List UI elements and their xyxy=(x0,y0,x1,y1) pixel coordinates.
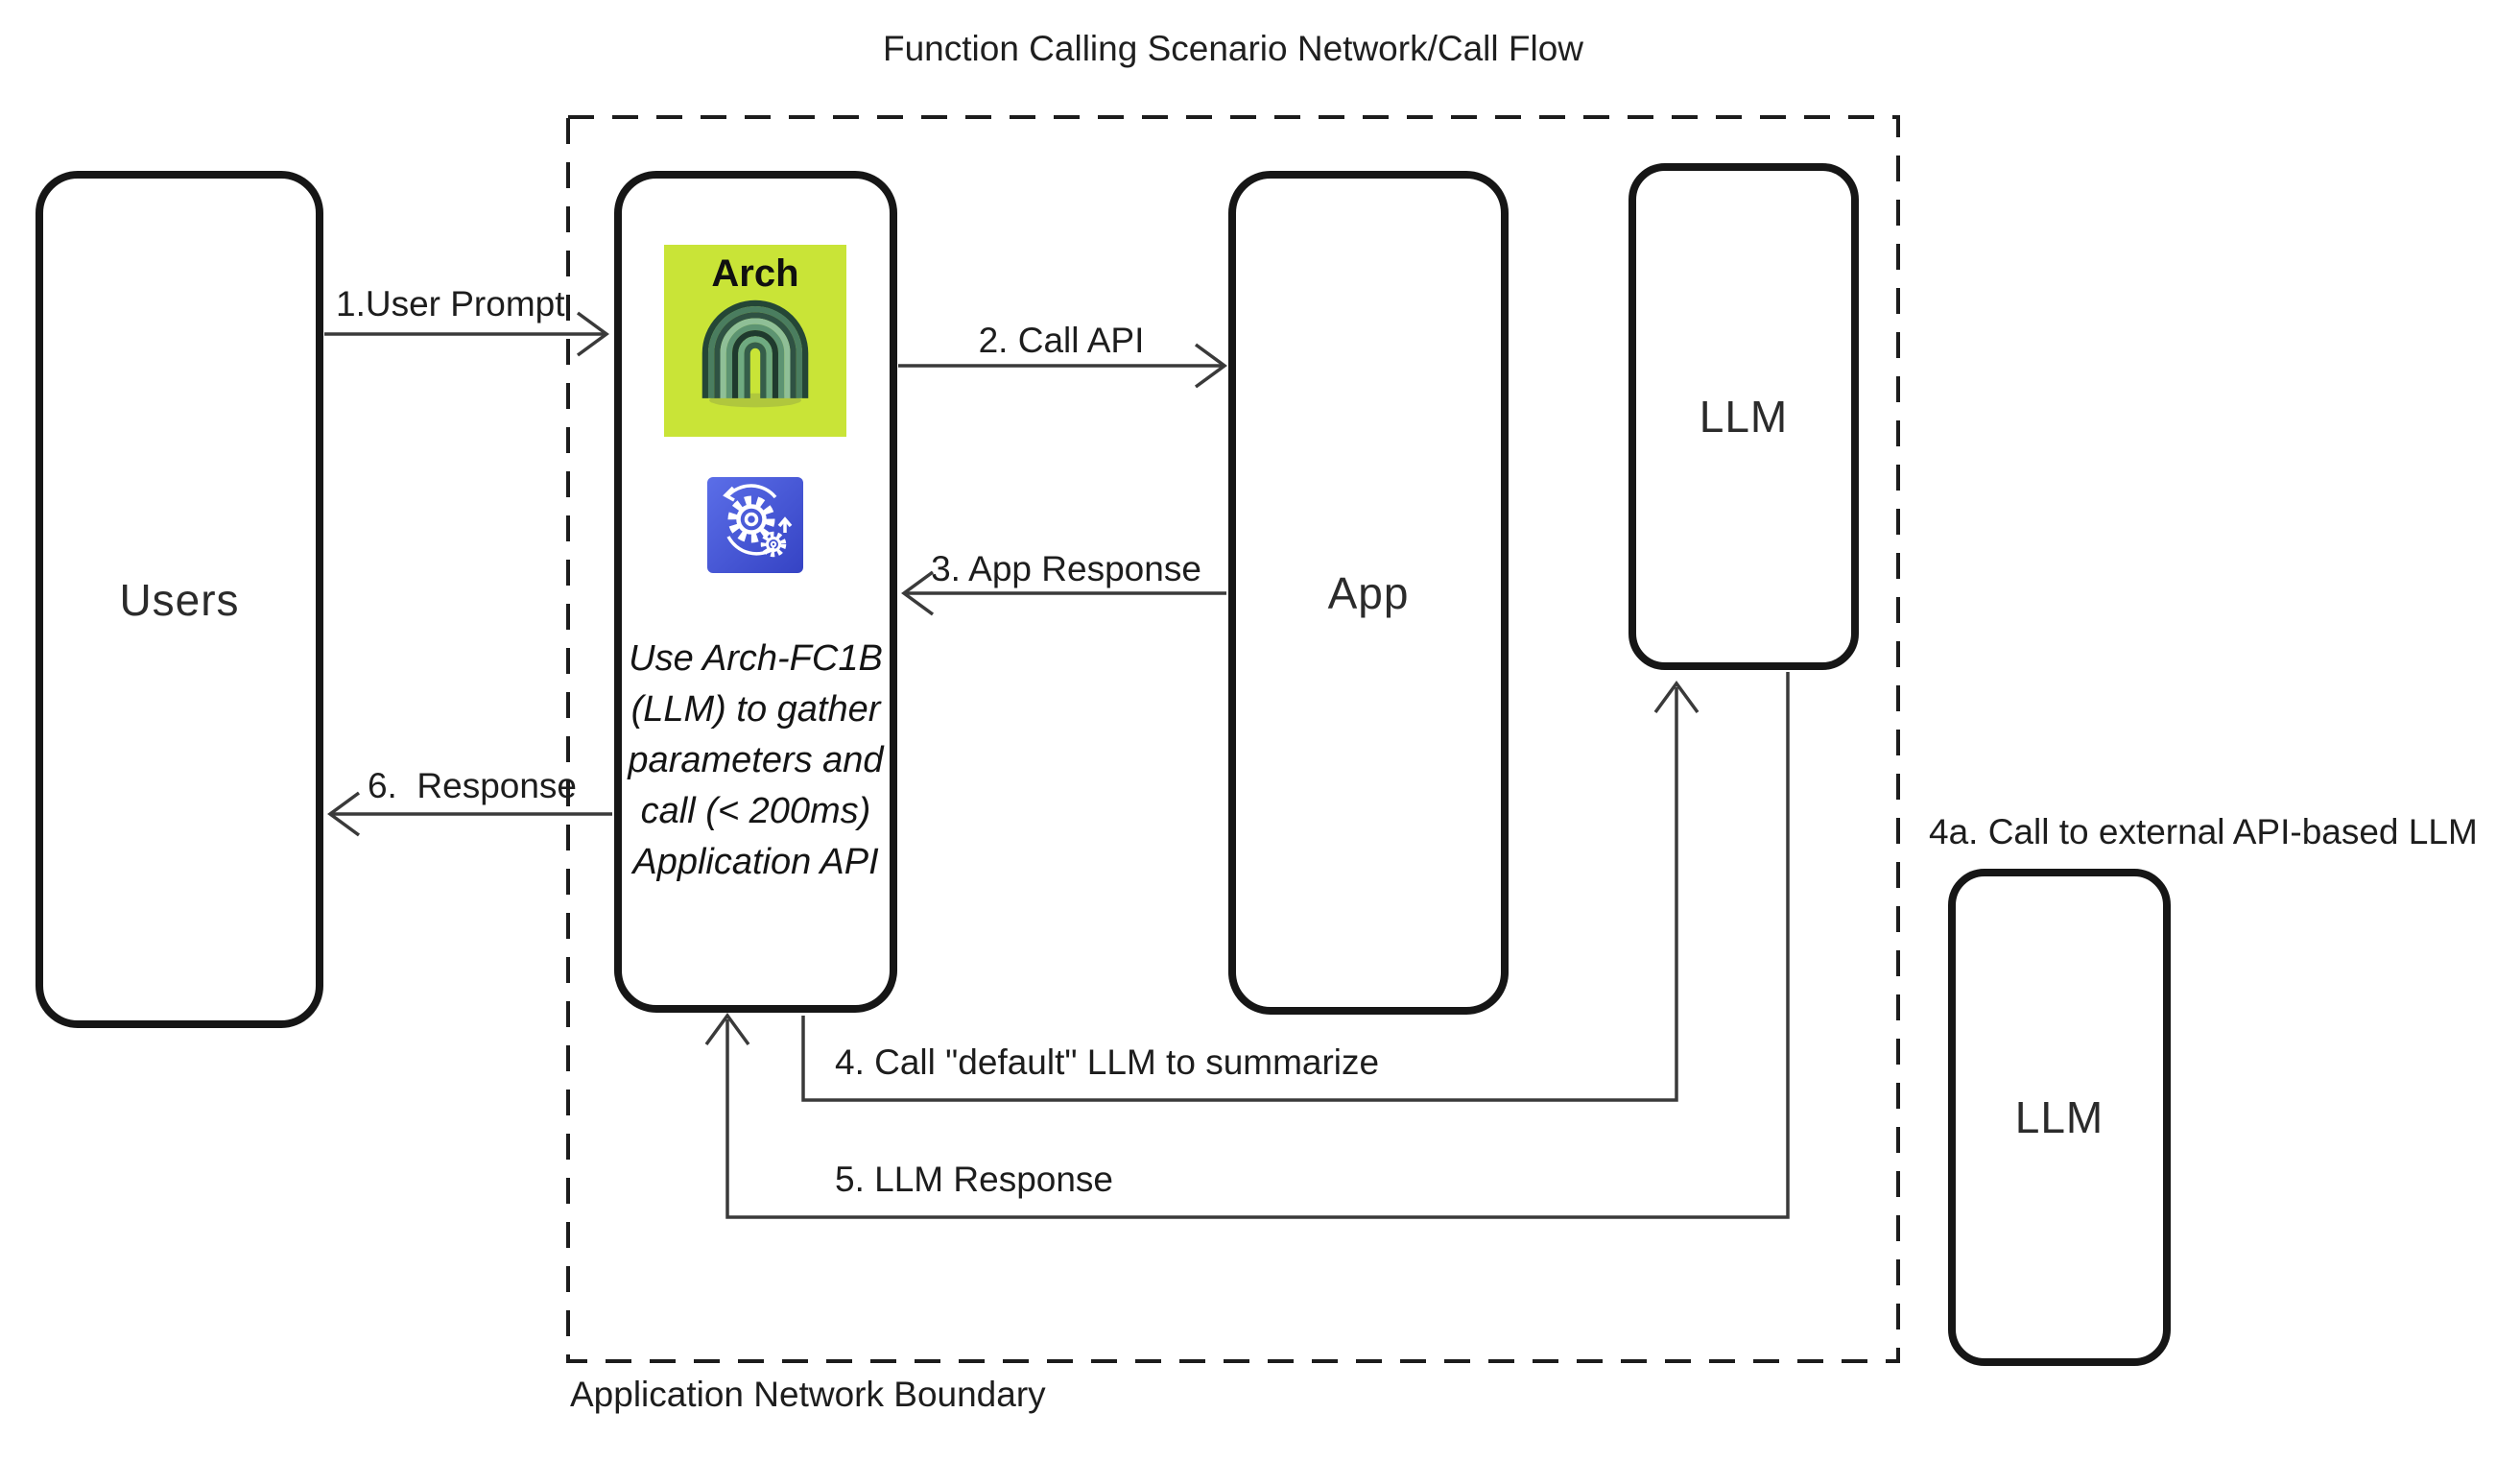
llm-external-label: LLM xyxy=(2014,1092,2104,1142)
arch-logo-text: Arch xyxy=(711,252,799,295)
arch-node: Arch xyxy=(614,171,897,1013)
arch-note-line: (LLM) to gather xyxy=(630,689,881,730)
flow-label-2-call-api: 2. Call API xyxy=(978,321,1145,360)
flow-label-1-user-prompt: 1.User Prompt xyxy=(336,284,565,323)
llm-internal-node: LLM xyxy=(1628,163,1859,670)
app-node: App xyxy=(1228,171,1509,1015)
llm-internal-label: LLM xyxy=(1699,392,1789,442)
arch-note-line: call (< 200ms) xyxy=(640,791,871,831)
flow-label-3-app-response: 3. App Response xyxy=(931,549,1201,588)
arrow-1-user-prompt xyxy=(324,311,609,357)
flow-label-6-response: 6. Response xyxy=(367,766,578,805)
diagram-title: Function Calling Scenario Network/Call F… xyxy=(882,29,1583,68)
llm-external-node: LLM xyxy=(1948,869,2171,1366)
arrow-4-call-default-llm xyxy=(801,681,1700,1102)
users-node: Users xyxy=(36,171,323,1028)
arch-note: Use Arch-FC1B (LLM) to gather parameters… xyxy=(622,634,890,888)
arch-logo-icon xyxy=(701,299,809,408)
arch-note-line: Application API xyxy=(632,842,879,882)
arrow-2-call-api xyxy=(898,343,1227,389)
application-network-boundary-label: Application Network Boundary xyxy=(570,1375,1046,1414)
arch-note-line: Use Arch-FC1B xyxy=(629,638,883,679)
flow-label-4-call-default-llm: 4. Call "default" LLM to summarize xyxy=(835,1042,1380,1082)
application-network-boundary-box xyxy=(566,115,1900,1363)
arrow-3-app-response xyxy=(901,570,1226,616)
process-gears-icon xyxy=(707,477,803,573)
arrow-5-llm-response xyxy=(704,672,1790,1219)
arch-note-line: parameters and xyxy=(628,740,884,780)
users-label: Users xyxy=(119,574,240,625)
app-label: App xyxy=(1327,567,1410,618)
flow-label-5-llm-response: 5. LLM Response xyxy=(835,1160,1114,1199)
arch-logo: Arch xyxy=(664,245,846,437)
flow-label-4a-external-llm: 4a. Call to external API-based LLM xyxy=(1929,812,2478,851)
arrow-6-response xyxy=(327,791,612,837)
